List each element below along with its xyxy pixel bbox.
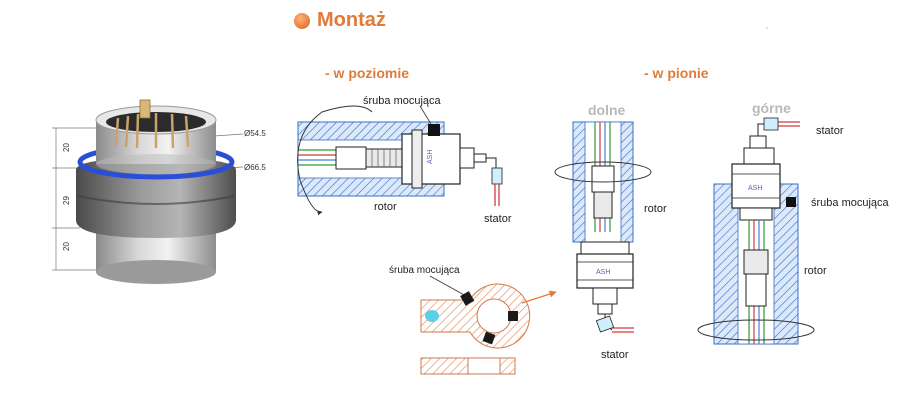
label-screw-detail: śruba mocująca: [389, 265, 460, 276]
label-stator-horizontal: stator: [484, 213, 512, 225]
label-rotor-top: rotor: [804, 265, 827, 277]
label-rotor-horizontal: rotor: [374, 201, 397, 213]
vertical-top-diagram: ASH: [697, 27, 815, 345]
label-bottom: dolne: [588, 102, 626, 118]
bullet-icon: [294, 12, 310, 29]
page-title: Montaż: [317, 9, 386, 31]
slip-ring-product: [52, 99, 244, 284]
label-top: górne: [752, 100, 791, 116]
clamp-detail-diagram: [420, 275, 557, 375]
label-rotor-bottom: rotor: [644, 203, 667, 215]
dim-outer-small: Ø54.5: [244, 129, 266, 138]
vertical-bottom-diagram: ASH: [554, 121, 652, 333]
dim-outer-large: Ø66.5: [244, 163, 266, 172]
svg-text:ASH: ASH: [748, 185, 762, 192]
label-stator-bottom: stator: [601, 349, 629, 361]
section-horizontal: - w poziomie: [325, 65, 409, 81]
title-block: Montaż: [294, 9, 386, 32]
label-screw-top: śruba mocująca: [811, 197, 889, 209]
label-stator-top: stator: [816, 125, 844, 137]
horizontal-mount-diagram: ASH: [297, 105, 503, 216]
label-screw-horizontal: śruba mocująca: [363, 95, 441, 107]
svg-text:ASH: ASH: [427, 150, 434, 164]
section-vertical: - w pionie: [644, 65, 709, 81]
svg-text:ASH: ASH: [596, 269, 610, 276]
